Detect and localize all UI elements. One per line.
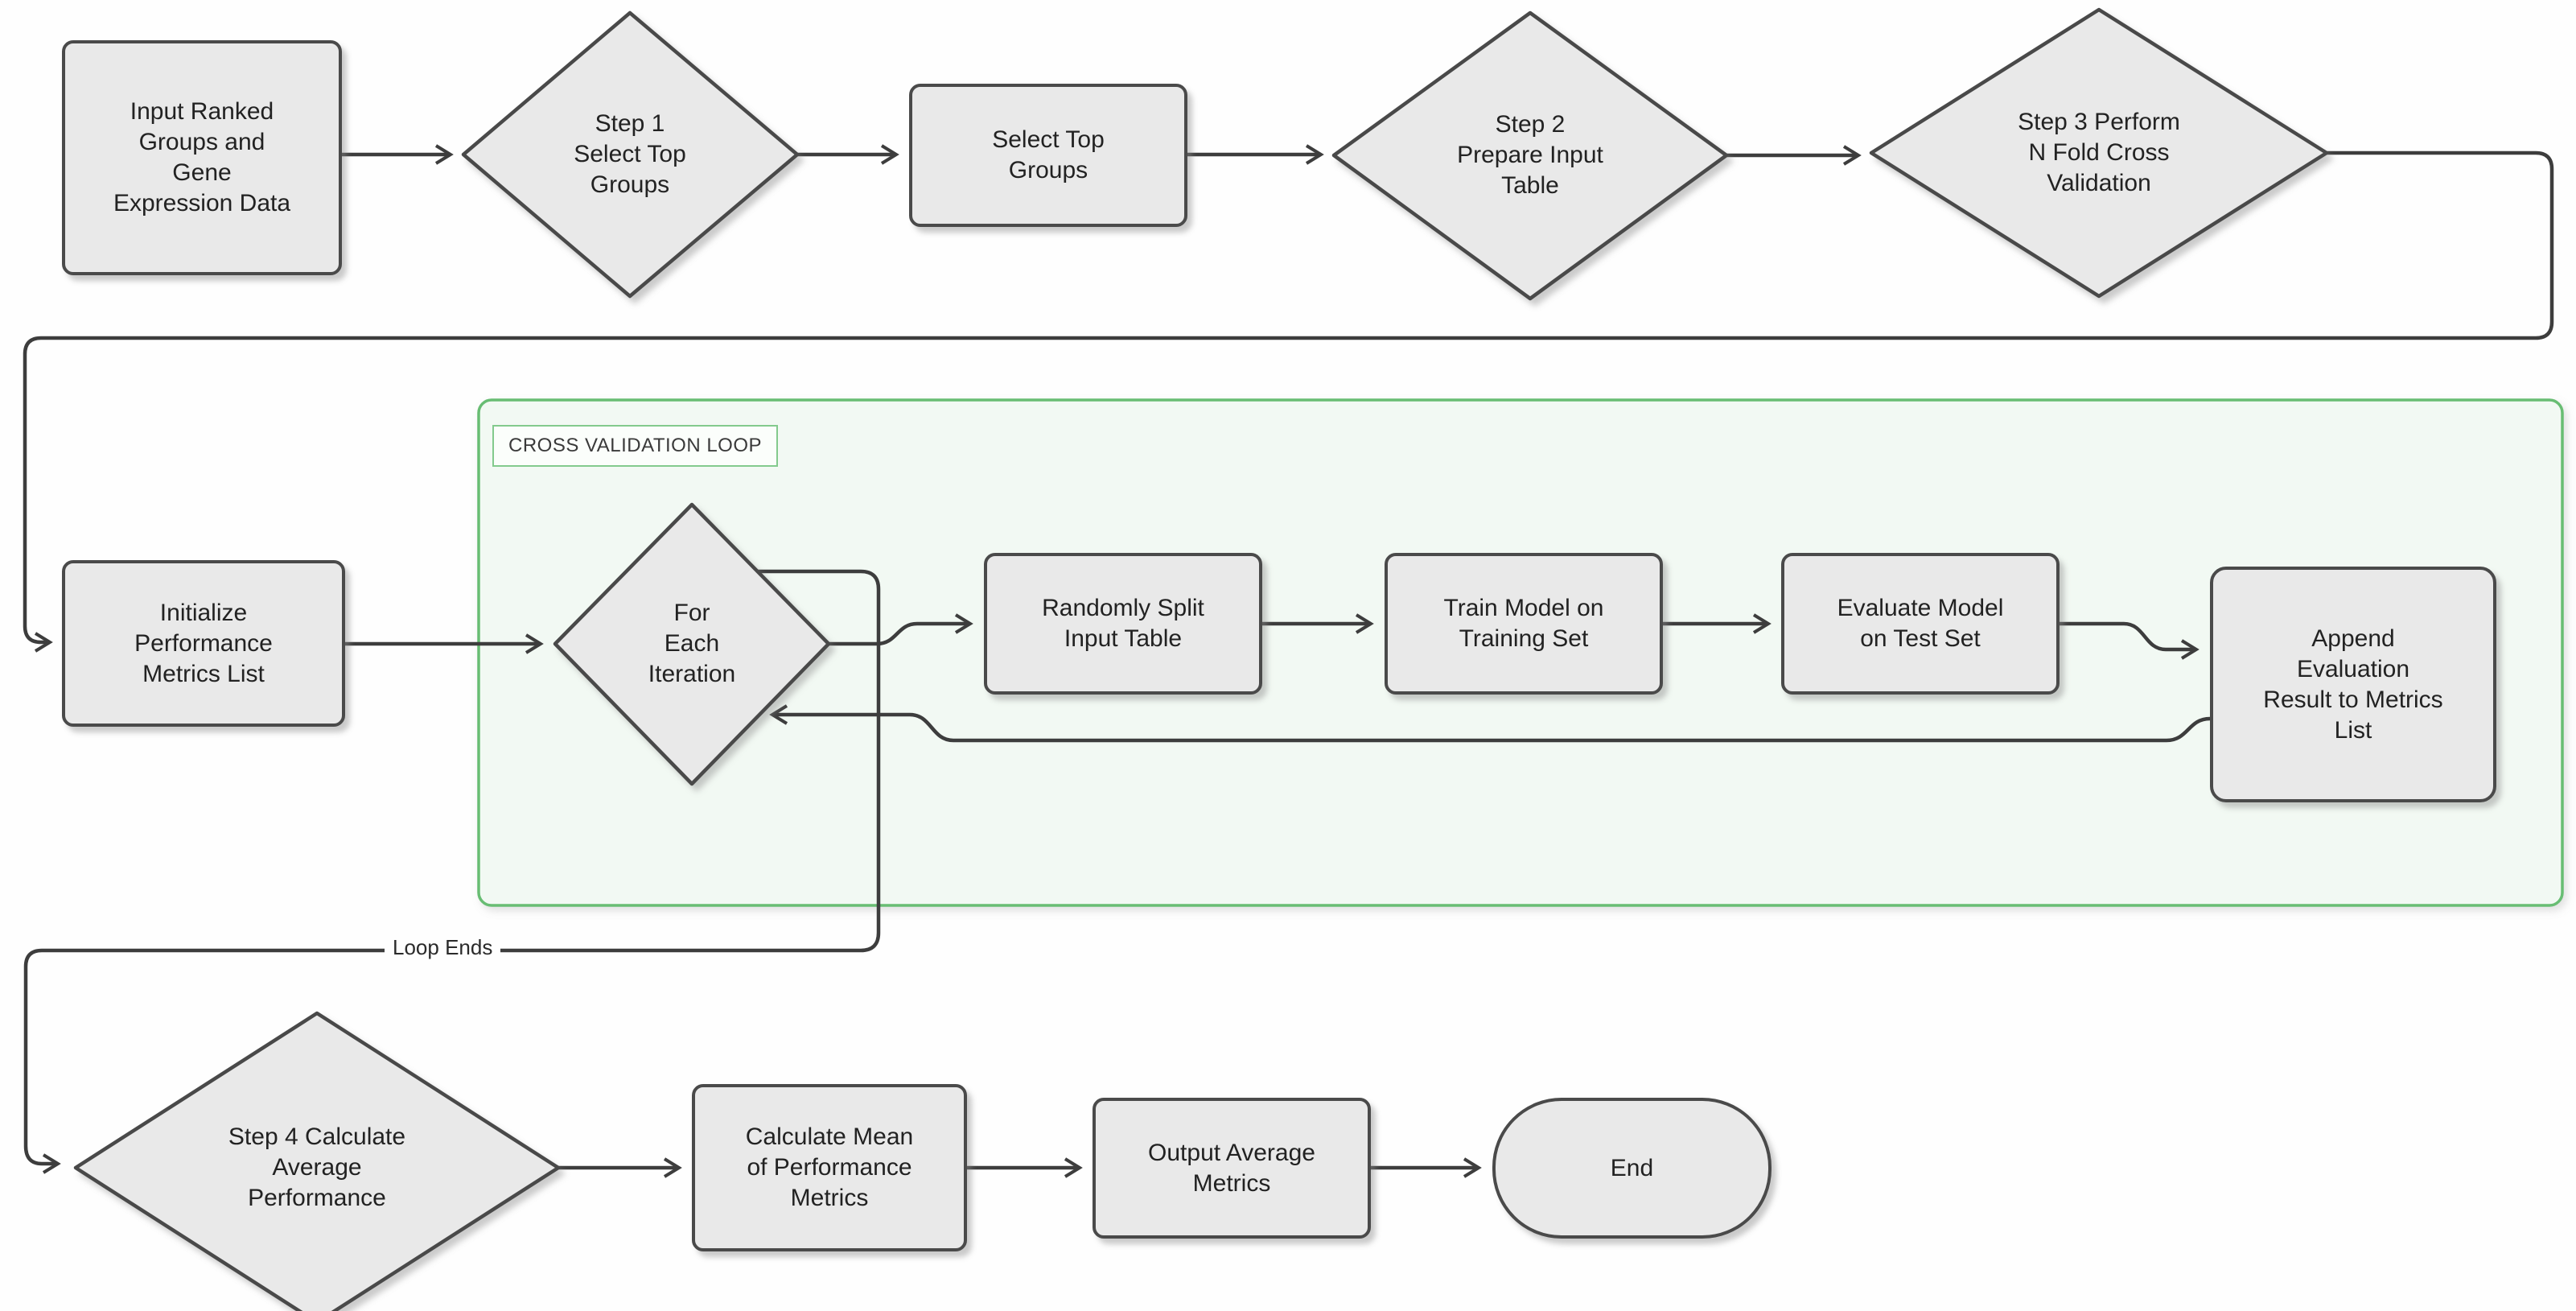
edge-step3-to-initialize	[23, 150, 2554, 653]
node-input-data-label: Input Ranked Groups and Gene Expression …	[113, 98, 291, 216]
node-for-each-iteration-label: For Each Iteration	[648, 600, 736, 687]
edge-evaluate-to-append	[2060, 621, 2199, 660]
node-output-metrics: Output Average Metrics	[1093, 1098, 1371, 1239]
node-calc-mean-label: Calculate Mean of Performance Metrics	[745, 1123, 914, 1211]
node-select-top-groups: Select Top Groups	[909, 84, 1187, 227]
node-append-result-label: Append Evaluation Result to Metrics List	[2263, 625, 2443, 744]
node-step-2-label: Step 2 Prepare Input Table	[1457, 111, 1603, 199]
node-randomly-split-label: Randomly Split Input Table	[1042, 595, 1204, 652]
step-2-diamond-shape	[1331, 10, 1729, 301]
cross-validation-loop-label-text: CROSS VALIDATION LOOP	[508, 435, 763, 456]
node-evaluate-model-label: Evaluate Model on Test Set	[1837, 595, 2004, 652]
node-end: End	[1492, 1098, 1772, 1239]
loop-ends-label-text: Loop Ends	[393, 935, 493, 959]
node-step-1: Step 1 Select Top Groups	[509, 82, 751, 227]
node-end-label: End	[1610, 1154, 1654, 1181]
for-each-iteration-diamond-shape	[553, 502, 831, 786]
node-select-top-groups-label: Select Top Groups	[992, 126, 1105, 183]
node-initialize-metrics: Initialize Performance Metrics List	[62, 560, 345, 727]
node-step-3: Step 3 Perform N Fold Cross Validation	[1962, 80, 2236, 225]
edge-append-return-to-foreach	[769, 704, 2211, 743]
cross-validation-loop-label: CROSS VALIDATION LOOP	[492, 425, 779, 467]
node-step-4: Step 4 Calculate Average Performance	[172, 1095, 462, 1240]
node-step-3-label: Step 3 Perform N Fold Cross Validation	[2018, 109, 2180, 196]
node-input-data: Input Ranked Groups and Gene Expression …	[62, 40, 342, 275]
step-4-diamond-shape	[73, 1011, 561, 1311]
node-evaluate-model: Evaluate Model on Test Set	[1781, 553, 2060, 695]
node-calc-mean: Calculate Mean of Performance Metrics	[692, 1084, 967, 1251]
node-output-metrics-label: Output Average Metrics	[1148, 1139, 1315, 1197]
loop-ends-label: Loop Ends	[385, 934, 501, 962]
diamonds-group	[73, 7, 2329, 1311]
node-step-2: Step 2 Prepare Input Table	[1409, 83, 1651, 228]
node-initialize-metrics-label: Initialize Performance Metrics List	[134, 599, 273, 687]
node-append-result: Append Evaluation Result to Metrics List	[2210, 567, 2496, 802]
step-3-diamond-shape	[1869, 7, 2329, 299]
node-randomly-split: Randomly Split Input Table	[984, 553, 1262, 695]
node-for-each-iteration: For Each Iteration	[595, 571, 788, 716]
edges-group	[23, 144, 2554, 1178]
node-step-4-label: Step 4 Calculate Average Performance	[228, 1123, 406, 1211]
node-train-model: Train Model on Training Set	[1385, 553, 1663, 695]
node-step-1-label: Step 1 Select Top Groups	[574, 110, 686, 198]
node-train-model-label: Train Model on Training Set	[1443, 595, 1604, 652]
step-1-diamond-shape	[461, 10, 800, 299]
